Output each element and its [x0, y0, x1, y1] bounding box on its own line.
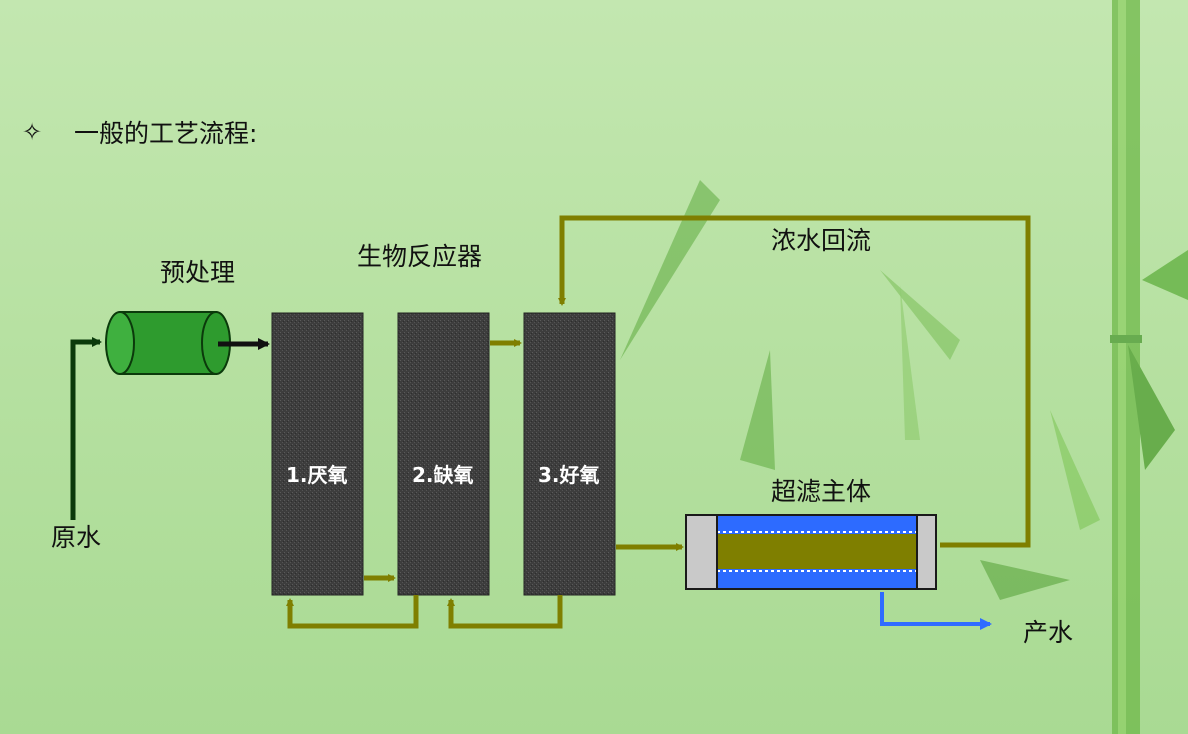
heading-row: ✧ 一般的工艺流程:: [22, 114, 257, 150]
reactor-label-anoxic: 2.缺氧: [412, 463, 474, 487]
reactor-anoxic: [397, 312, 490, 596]
concentrate-return-line: [558, 215, 1031, 548]
reactor-aerobic: [523, 312, 616, 596]
label-raw-water: 原水: [51, 523, 102, 552]
pretreatment-tank: [105, 311, 231, 375]
recycle-3-to-2: [447, 595, 563, 629]
recycle-2-to-1: [286, 595, 419, 629]
reactor-anaerobic: [271, 312, 364, 596]
reactor-label-aerobic: 3.好氧: [538, 463, 600, 487]
bullet-icon: ✧: [22, 118, 43, 146]
bamboo-decoration: [620, 0, 1188, 734]
uf-module: [685, 514, 937, 590]
label-product-water: 产水: [1023, 618, 1074, 647]
label-pretreatment: 预处理: [160, 258, 236, 287]
label-uf-main: 超滤主体: [771, 477, 872, 506]
reactor-label-anaerobic: 1.厌氧: [286, 463, 348, 487]
page-heading: 一般的工艺流程:: [74, 119, 258, 148]
label-concentrate-return: 浓水回流: [771, 226, 872, 255]
label-bioreactor: 生物反应器: [357, 242, 483, 271]
product-water-line: [880, 592, 992, 630]
raw-water-line: [70, 337, 102, 520]
